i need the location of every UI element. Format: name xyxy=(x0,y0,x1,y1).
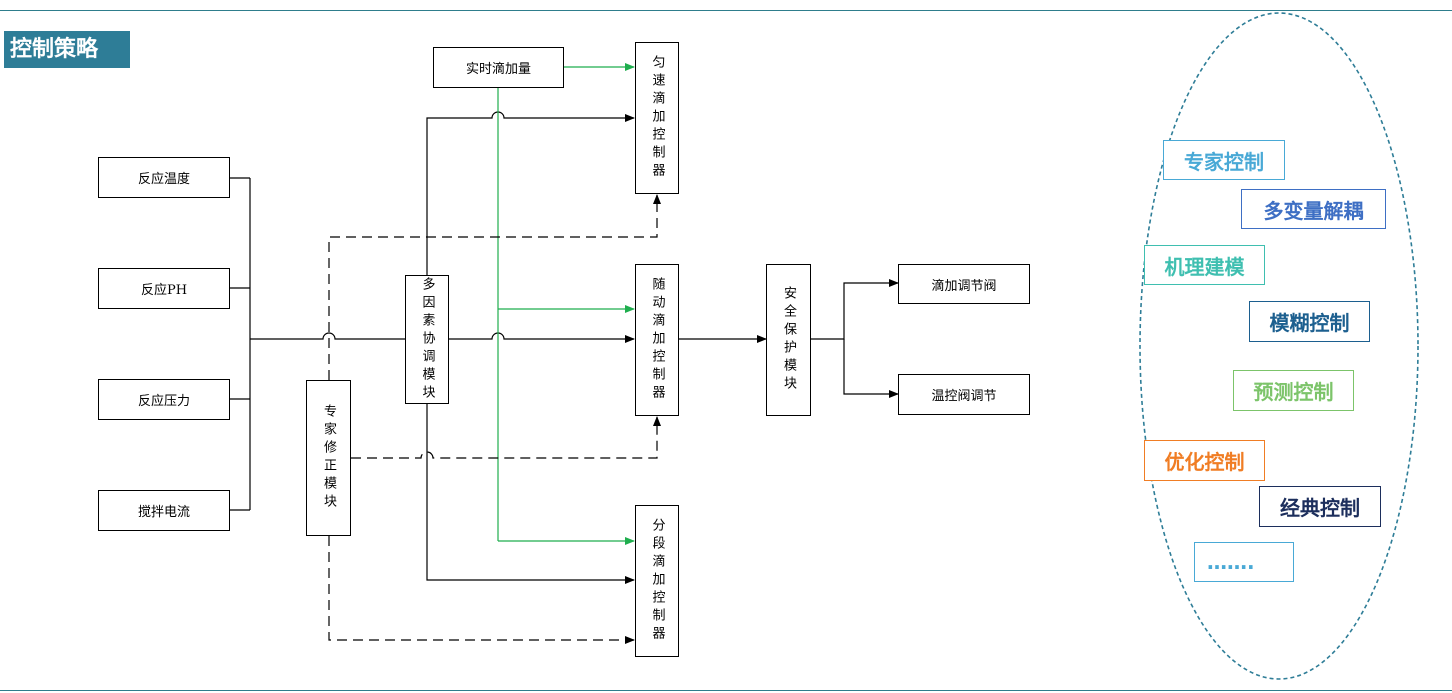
drip-valve-label: 滴加调节阀 xyxy=(931,278,997,294)
uniform-drip-controller-label: 匀速滴加控制器 xyxy=(649,55,665,181)
input-pressure-box: 反应压力 xyxy=(98,379,230,420)
uniform-drip-controller: 匀速滴加控制器 xyxy=(635,42,679,194)
input-stir-current-label: 搅拌电流 xyxy=(137,505,190,520)
input-ph-box: 反应PH xyxy=(98,268,230,309)
method-optimization-control: 优化控制 xyxy=(1144,440,1265,481)
safety-protection-module: 安全保护模块 xyxy=(766,264,811,416)
method-more-ellipsis: ……. xyxy=(1194,542,1294,582)
method-multivariable-decoupling: 多变量解耦 xyxy=(1241,189,1386,229)
follow-drip-controller-label: 随动滴加控制器 xyxy=(649,277,665,403)
downstream-links xyxy=(679,279,899,398)
methods-ellipse xyxy=(1139,12,1419,680)
method-more-ellipsis-label: ……. xyxy=(1207,550,1255,574)
method-optimization-control-label: 优化控制 xyxy=(1164,450,1245,474)
method-classical-control-label: 经典控制 xyxy=(1280,496,1360,520)
section-title: 控制策略 xyxy=(4,31,130,68)
method-predictive-control: 预测控制 xyxy=(1233,370,1354,411)
method-expert-control-label: 专家控制 xyxy=(1184,149,1264,174)
segment-drip-controller: 分段滴加控制器 xyxy=(635,505,679,657)
realtime-drip-label: 实时滴加量 xyxy=(465,62,531,77)
drip-valve-box: 滴加调节阀 xyxy=(898,264,1030,304)
method-mechanism-modeling-label: 机理建模 xyxy=(1164,254,1245,279)
top-divider xyxy=(0,10,1452,11)
method-classical-control: 经典控制 xyxy=(1259,486,1381,527)
safety-protection-label: 安全保护模块 xyxy=(781,286,796,394)
input-ph-label: 反应PH xyxy=(140,283,188,298)
input-temperature-box: 反应温度 xyxy=(98,157,230,198)
multi-factor-links xyxy=(426,111,635,584)
realtime-links xyxy=(497,63,635,545)
method-expert-control: 专家控制 xyxy=(1163,140,1285,180)
method-predictive-control-label: 预测控制 xyxy=(1253,380,1334,404)
method-fuzzy-control: 模糊控制 xyxy=(1249,301,1370,342)
input-bus xyxy=(230,177,405,511)
expert-dashed-links xyxy=(328,194,661,644)
multi-factor-module: 多因素协调模块 xyxy=(405,275,449,404)
temp-valve-box: 温控阀调节 xyxy=(898,374,1030,415)
temp-valve-label: 温控阀调节 xyxy=(931,389,997,404)
segment-drip-controller-label: 分段滴加控制器 xyxy=(649,518,665,644)
method-multivariable-decoupling-label: 多变量解耦 xyxy=(1263,198,1364,223)
input-temperature-label: 反应温度 xyxy=(137,172,190,187)
input-stir-current-box: 搅拌电流 xyxy=(98,490,230,531)
expert-correction-label: 专家修正模块 xyxy=(321,404,336,512)
follow-drip-controller: 随动滴加控制器 xyxy=(635,264,679,416)
method-mechanism-modeling: 机理建模 xyxy=(1144,245,1265,285)
expert-correction-module: 专家修正模块 xyxy=(306,380,351,536)
input-pressure-label: 反应压力 xyxy=(137,394,190,409)
realtime-drip-box: 实时滴加量 xyxy=(433,47,564,88)
method-fuzzy-control-label: 模糊控制 xyxy=(1269,311,1350,335)
multi-factor-label: 多因素协调模块 xyxy=(419,276,435,403)
bottom-divider xyxy=(0,690,1452,691)
